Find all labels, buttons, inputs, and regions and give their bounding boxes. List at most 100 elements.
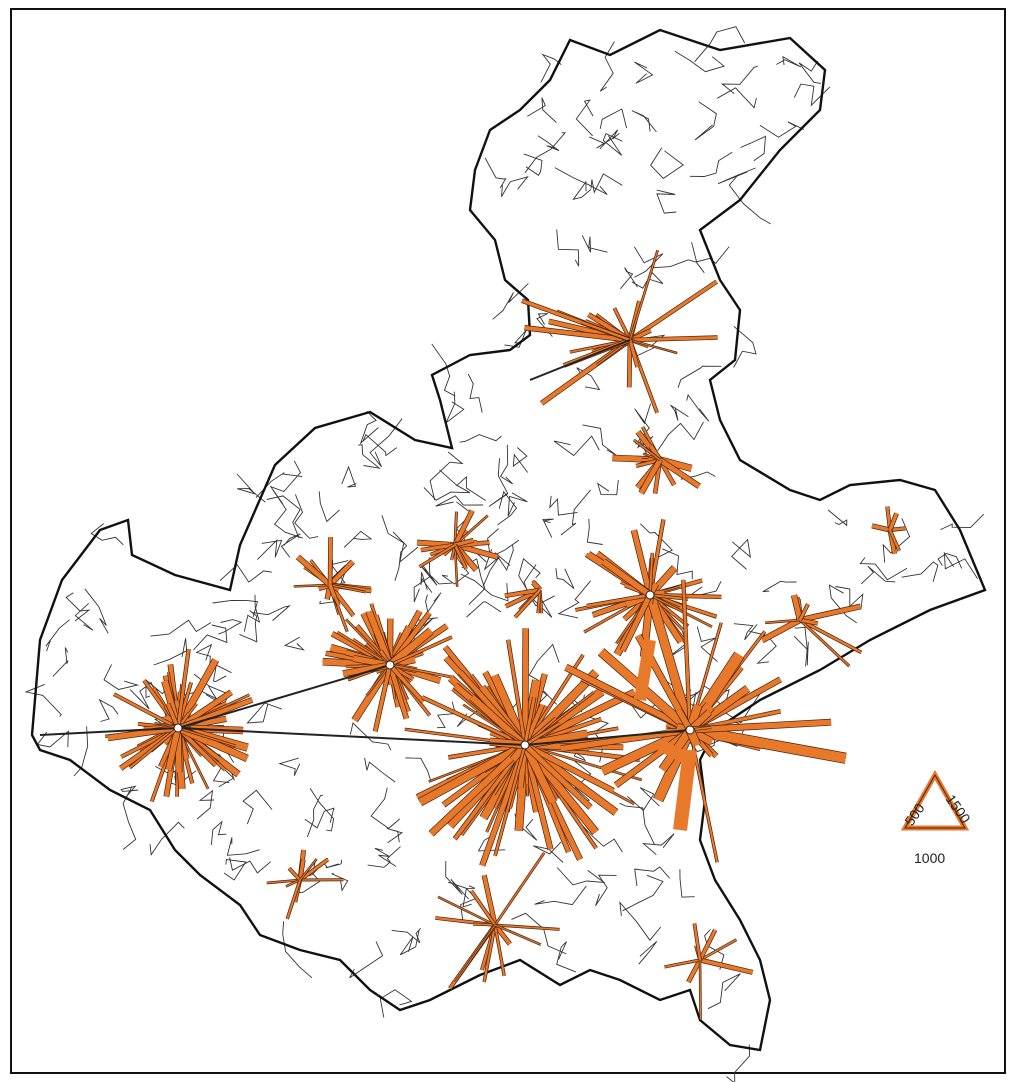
municipality-boundary: [149, 821, 185, 856]
flow-line: [580, 320, 631, 342]
flow-line: [387, 628, 434, 668]
municipality-boundary: [599, 41, 615, 92]
municipality-boundary: [728, 174, 771, 225]
municipality-boundary: [882, 518, 911, 563]
flow-line: [389, 664, 453, 678]
hub-nodes: [173, 590, 695, 750]
flow-line: [328, 537, 333, 586]
municipality-boundary: [512, 447, 529, 473]
municipality-boundary: [677, 365, 722, 388]
municipality-boundary: [602, 132, 623, 156]
municipality-boundary: [499, 444, 514, 485]
municipality-boundary: [431, 343, 456, 397]
municipality-boundary: [195, 643, 213, 669]
municipality-boundary: [540, 53, 562, 83]
municipality-boundary: [223, 858, 247, 881]
municipality-boundary: [370, 787, 400, 829]
flow-line: [514, 589, 541, 619]
municipality-boundary: [212, 599, 259, 618]
municipality-boundary: [619, 802, 655, 845]
flow-line: [483, 924, 497, 983]
municipality-boundary: [720, 65, 759, 94]
municipality-boundary: [528, 643, 560, 684]
municipality-boundary: [557, 580, 591, 619]
municipality-boundary: [553, 435, 600, 457]
flow-line: [373, 664, 392, 732]
flow-line: [760, 617, 802, 643]
flow-line: [329, 584, 366, 593]
municipality-boundary: [689, 151, 733, 177]
flow-line: [628, 339, 640, 368]
municipality-boundary: [488, 458, 509, 507]
municipality-boundary: [246, 702, 282, 724]
municipality-boundary: [619, 901, 662, 941]
municipality-boundary: [560, 489, 591, 536]
flow-line: [524, 744, 642, 781]
flow-line: [418, 741, 527, 806]
municipality-boundary: [266, 495, 301, 539]
municipality-boundary: [827, 509, 848, 527]
flow-line: [437, 896, 496, 926]
flow-line: [388, 663, 425, 704]
municipality-boundary: [536, 313, 553, 337]
flow-line: [631, 529, 653, 596]
flow-line: [686, 959, 702, 983]
flow-line: [649, 602, 695, 732]
flow-line: [506, 639, 527, 746]
municipality-boundary: [726, 1044, 751, 1082]
flow-line: [454, 544, 458, 587]
municipality-boundary: [120, 785, 139, 798]
municipality-boundary: [349, 722, 392, 751]
municipality-boundary: [52, 647, 69, 677]
municipality-boundary: [581, 235, 608, 253]
municipality-boundary: [218, 619, 243, 635]
municipality-boundary: [330, 872, 349, 892]
flow-line: [328, 560, 355, 587]
municipality-boundary: [309, 788, 335, 832]
connector-line: [177, 727, 526, 746]
municipality-boundary: [776, 55, 802, 68]
municipality-boundary: [631, 110, 657, 133]
flow-line: [176, 648, 191, 729]
municipality-boundary: [386, 828, 404, 844]
municipality-boundary: [511, 912, 567, 955]
municipality-boundary: [439, 469, 486, 501]
municipality-boundary: [466, 601, 502, 618]
municipality-boundary: [507, 492, 528, 517]
flow-line: [494, 852, 545, 926]
flow-line: [629, 280, 718, 342]
municipality-boundary: [717, 167, 756, 185]
flow-line: [649, 594, 713, 628]
municipality-boundary: [582, 424, 618, 457]
municipality-boundary: [24, 683, 62, 717]
municipality-boundary: [256, 539, 283, 560]
municipality-boundary: [740, 135, 767, 162]
municipality-boundary: [859, 557, 908, 581]
municipality-boundary: [364, 757, 396, 783]
municipality-boundary: [219, 564, 272, 583]
municipality-boundary: [940, 513, 985, 531]
flow-line: [522, 628, 529, 746]
flow-line: [504, 588, 541, 598]
municipality-boundary: [634, 866, 671, 887]
municipality-boundary: [860, 565, 896, 585]
flow-line: [699, 959, 702, 1020]
municipality-boundary: [575, 99, 594, 137]
municipality-boundary: [306, 794, 323, 838]
municipality-boundary: [622, 874, 664, 912]
municipality-boundary: [943, 551, 978, 580]
municipality-boundary: [236, 473, 266, 503]
municipality-boundary: [639, 523, 673, 559]
connector-line: [39, 727, 179, 736]
municipality-boundary: [633, 246, 664, 278]
flow-line: [798, 603, 810, 621]
flow-line: [523, 742, 615, 794]
municipality-boundary: [650, 259, 705, 274]
flow-line: [649, 552, 654, 596]
municipality-boundary: [694, 101, 717, 141]
municipality-boundaries: [24, 26, 985, 1082]
municipality-boundary: [280, 533, 301, 558]
municipality-boundary: [549, 495, 578, 516]
flow-line: [620, 593, 653, 652]
